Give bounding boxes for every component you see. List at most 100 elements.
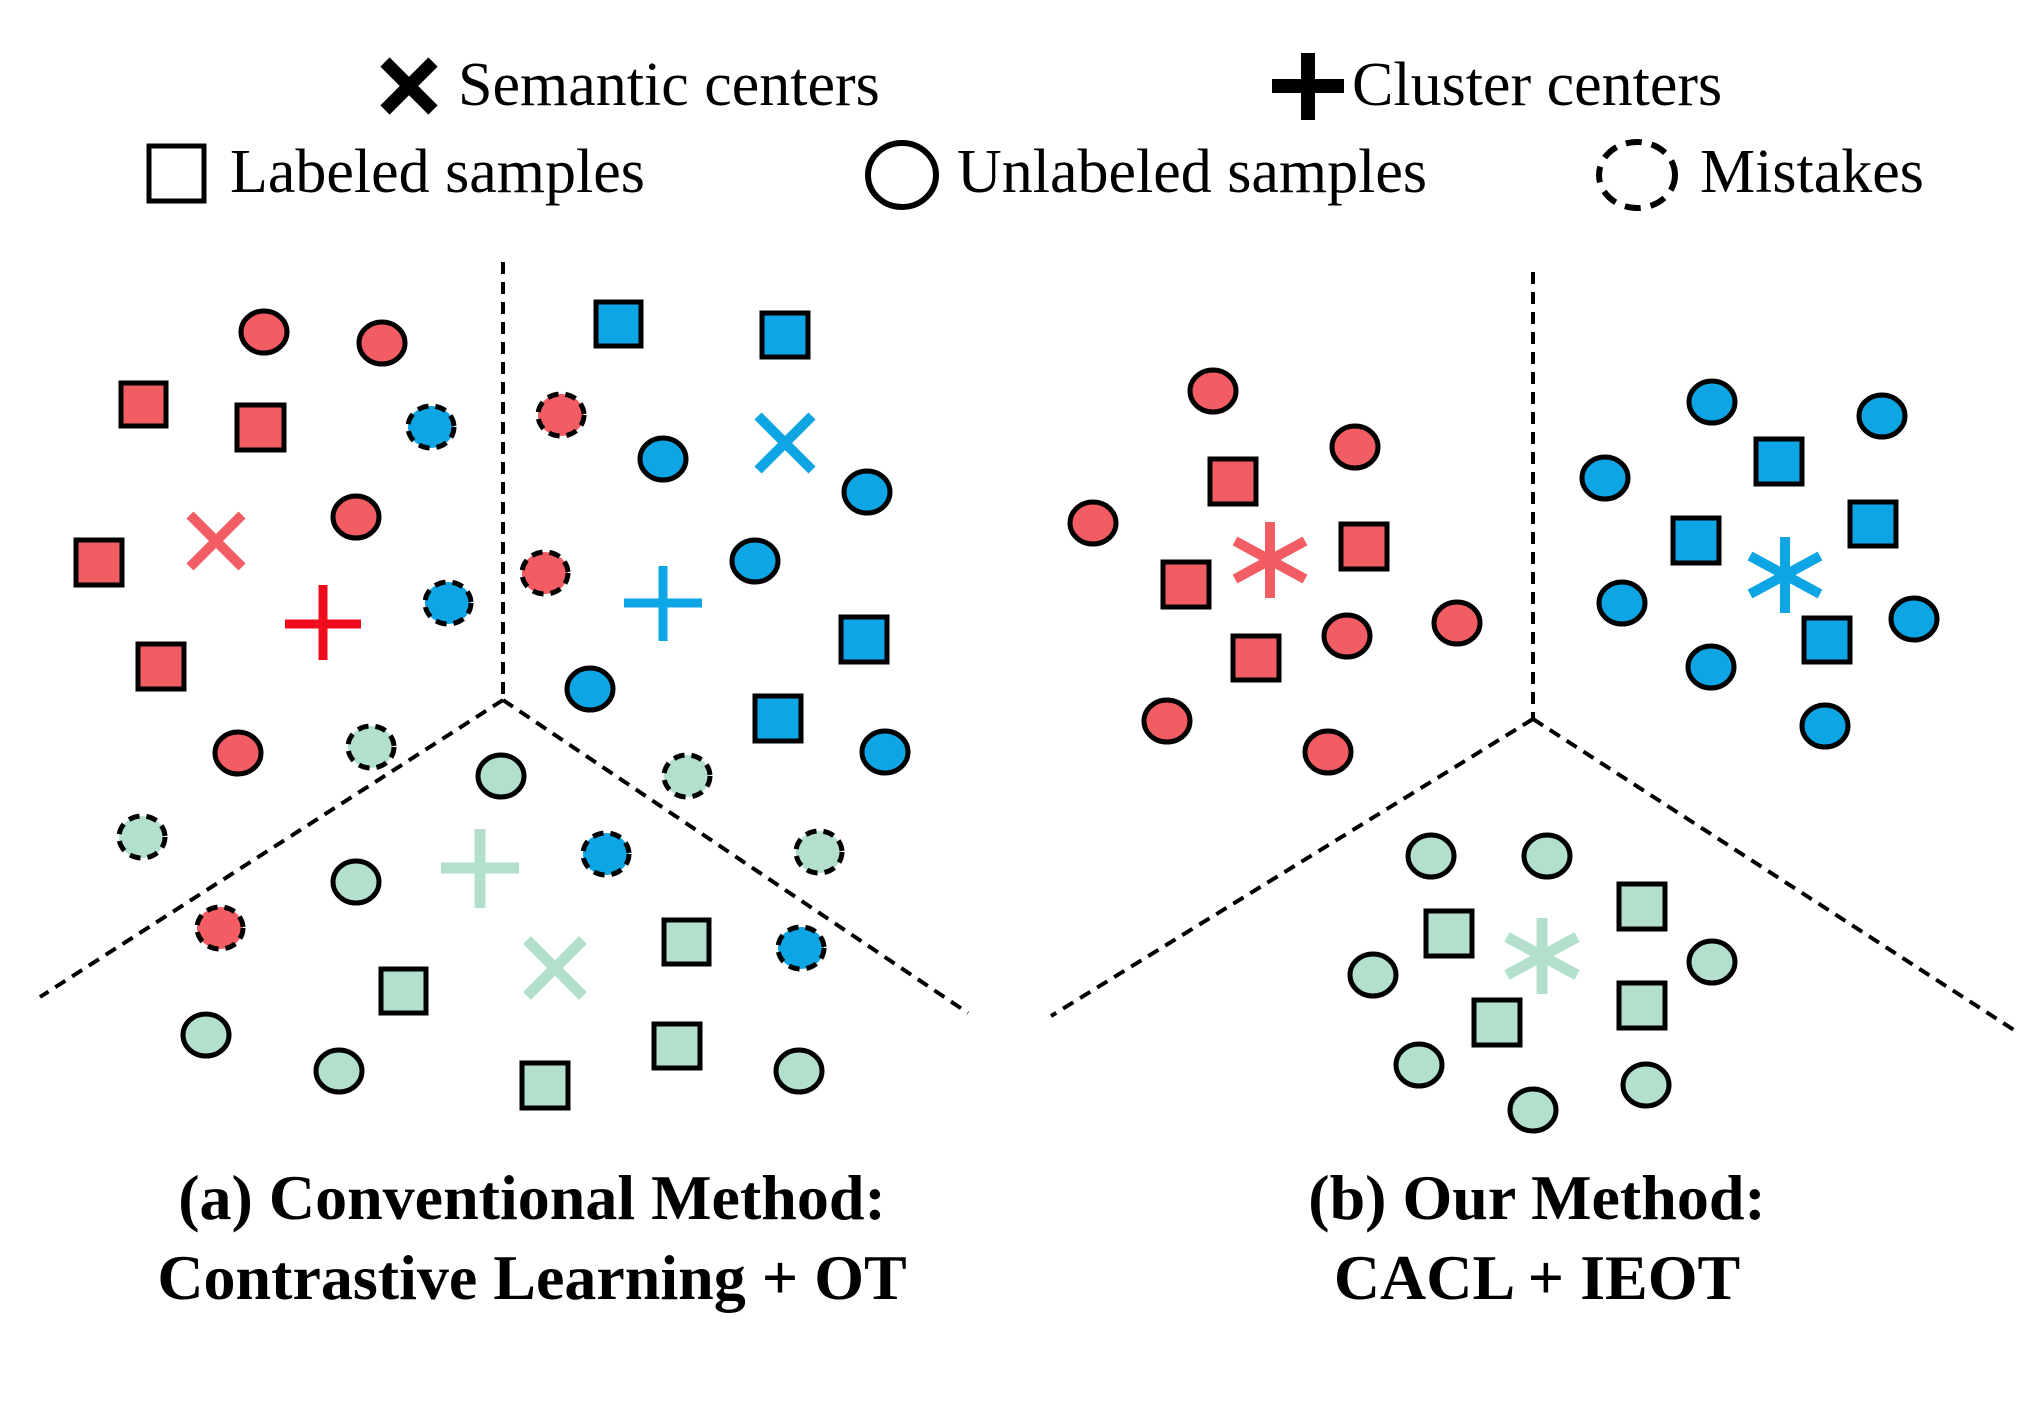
labeled-sample <box>1338 521 1390 572</box>
panel-b-caption-line1: (b) Our Method: <box>1308 1162 1765 1233</box>
unlabeled-sample <box>1431 599 1483 647</box>
mistake-sample <box>535 391 587 439</box>
unlabeled-sample <box>1856 392 1908 440</box>
unlabeled-sample <box>729 537 781 585</box>
panel-b-blue-samples <box>1579 378 1940 750</box>
unlabeled-sample <box>1302 728 1354 776</box>
panel-a-mistakes <box>116 391 845 972</box>
panel-b-red-samples <box>1067 367 1483 776</box>
mistake-sample <box>775 924 827 972</box>
legend-dashed-circle-icon <box>1596 139 1678 211</box>
unlabeled-sample <box>1686 938 1738 986</box>
panel-a-cluster-center-blue-icon <box>624 566 702 641</box>
panel-a-cluster-center-red-icon <box>285 585 361 660</box>
panel-b-boundaries <box>1049 272 2016 1032</box>
panel-a-cluster-center-green-icon <box>441 829 519 908</box>
unlabeled-sample <box>773 1047 825 1095</box>
labeled-sample <box>73 537 125 588</box>
unlabeled-sample <box>1321 612 1373 660</box>
panel-b-merged-center-blue-icon <box>1747 537 1823 613</box>
unlabeled-sample <box>1596 579 1648 627</box>
labeled-sample <box>1230 633 1282 683</box>
unlabeled-sample <box>859 728 911 776</box>
labeled-sample <box>1616 881 1668 932</box>
panel-b-caption-line2: CACL + IEOT <box>1334 1242 1740 1313</box>
legend-semantic-center-icon <box>380 57 438 115</box>
panel-b-merged-center-red-icon <box>1232 522 1308 598</box>
legend-labeled-samples-label: Labeled samples <box>230 138 645 206</box>
panel-b-green-samples <box>1347 832 1738 1134</box>
mistake-sample <box>580 830 632 878</box>
unlabeled-sample <box>356 319 408 367</box>
unlabeled-sample <box>1393 1041 1445 1089</box>
unlabeled-sample <box>1067 499 1119 547</box>
mistake-sample <box>345 723 397 771</box>
labeled-sample <box>378 966 429 1016</box>
panel-a-boundaries <box>38 262 970 1015</box>
unlabeled-sample <box>313 1047 365 1095</box>
unlabeled-sample <box>330 493 382 541</box>
unlabeled-sample <box>1187 367 1239 415</box>
legend-square-icon <box>146 143 207 204</box>
legend-cluster-center-icon <box>1272 53 1344 120</box>
unlabeled-sample <box>475 752 527 800</box>
labeled-sample <box>118 380 169 429</box>
labeled-sample <box>593 299 644 349</box>
labeled-sample <box>1616 980 1668 1031</box>
legend: Semantic centers Cluster centers Labeled… <box>146 51 1924 211</box>
panel-a-semantic-center-green-icon <box>523 936 587 1000</box>
panel-a-green-samples <box>180 752 825 1111</box>
mistake-sample <box>194 904 246 952</box>
unlabeled-sample <box>180 1011 232 1059</box>
panel-a-semantic-center-blue-icon <box>754 412 816 474</box>
labeled-sample <box>651 1021 703 1071</box>
unlabeled-sample <box>1799 702 1851 750</box>
mistake-sample <box>661 752 713 800</box>
unlabeled-sample <box>1405 832 1457 880</box>
mistake-sample <box>519 549 571 597</box>
unlabeled-sample <box>841 468 893 516</box>
unlabeled-sample <box>1686 378 1738 426</box>
unlabeled-sample <box>1620 1061 1672 1109</box>
mistake-sample <box>793 828 845 876</box>
unlabeled-sample <box>564 665 616 713</box>
mistake-sample <box>422 579 474 627</box>
unlabeled-sample <box>1521 832 1573 880</box>
mistake-sample <box>405 403 457 451</box>
labeled-sample <box>1471 997 1523 1048</box>
unlabeled-sample <box>1347 951 1399 999</box>
labeled-sample <box>1207 456 1259 507</box>
labeled-sample <box>1160 559 1212 610</box>
labeled-sample <box>234 402 287 453</box>
unlabeled-sample <box>637 435 689 483</box>
legend-unlabeled-samples-label: Unlabeled samples <box>957 138 1427 206</box>
unlabeled-sample <box>1141 697 1193 745</box>
labeled-sample <box>1801 615 1853 665</box>
labeled-sample <box>1753 436 1805 487</box>
unlabeled-sample <box>212 729 264 777</box>
labeled-sample <box>135 641 187 692</box>
labeled-sample <box>1670 515 1722 566</box>
unlabeled-sample <box>1507 1086 1559 1134</box>
panel-a-red-samples <box>73 308 408 777</box>
legend-cluster-centers-label: Cluster centers <box>1352 51 1722 119</box>
unlabeled-sample <box>1888 595 1940 643</box>
labeled-sample <box>661 917 712 967</box>
labeled-sample <box>759 310 811 360</box>
labeled-sample <box>752 693 804 744</box>
labeled-sample <box>838 614 890 665</box>
panel-b-our-method: (b) Our Method: CACL + IEOT <box>1049 272 2016 1313</box>
panel-a-conventional-method: (a) Conventional Method: Contrastive Lea… <box>38 262 970 1313</box>
unlabeled-sample <box>238 308 290 356</box>
panel-b-merged-center-green-icon <box>1504 918 1580 994</box>
unlabeled-sample <box>1685 643 1737 691</box>
panel-a-caption-line2: Contrastive Learning + OT <box>157 1242 906 1313</box>
panel-a-semantic-center-red-icon <box>186 511 246 571</box>
panel-a-blue-samples <box>564 299 911 776</box>
legend-semantic-centers-label: Semantic centers <box>458 51 880 119</box>
legend-circle-icon <box>865 140 939 210</box>
mistake-sample <box>116 813 168 861</box>
unlabeled-sample <box>1579 454 1631 502</box>
labeled-sample <box>519 1060 571 1111</box>
